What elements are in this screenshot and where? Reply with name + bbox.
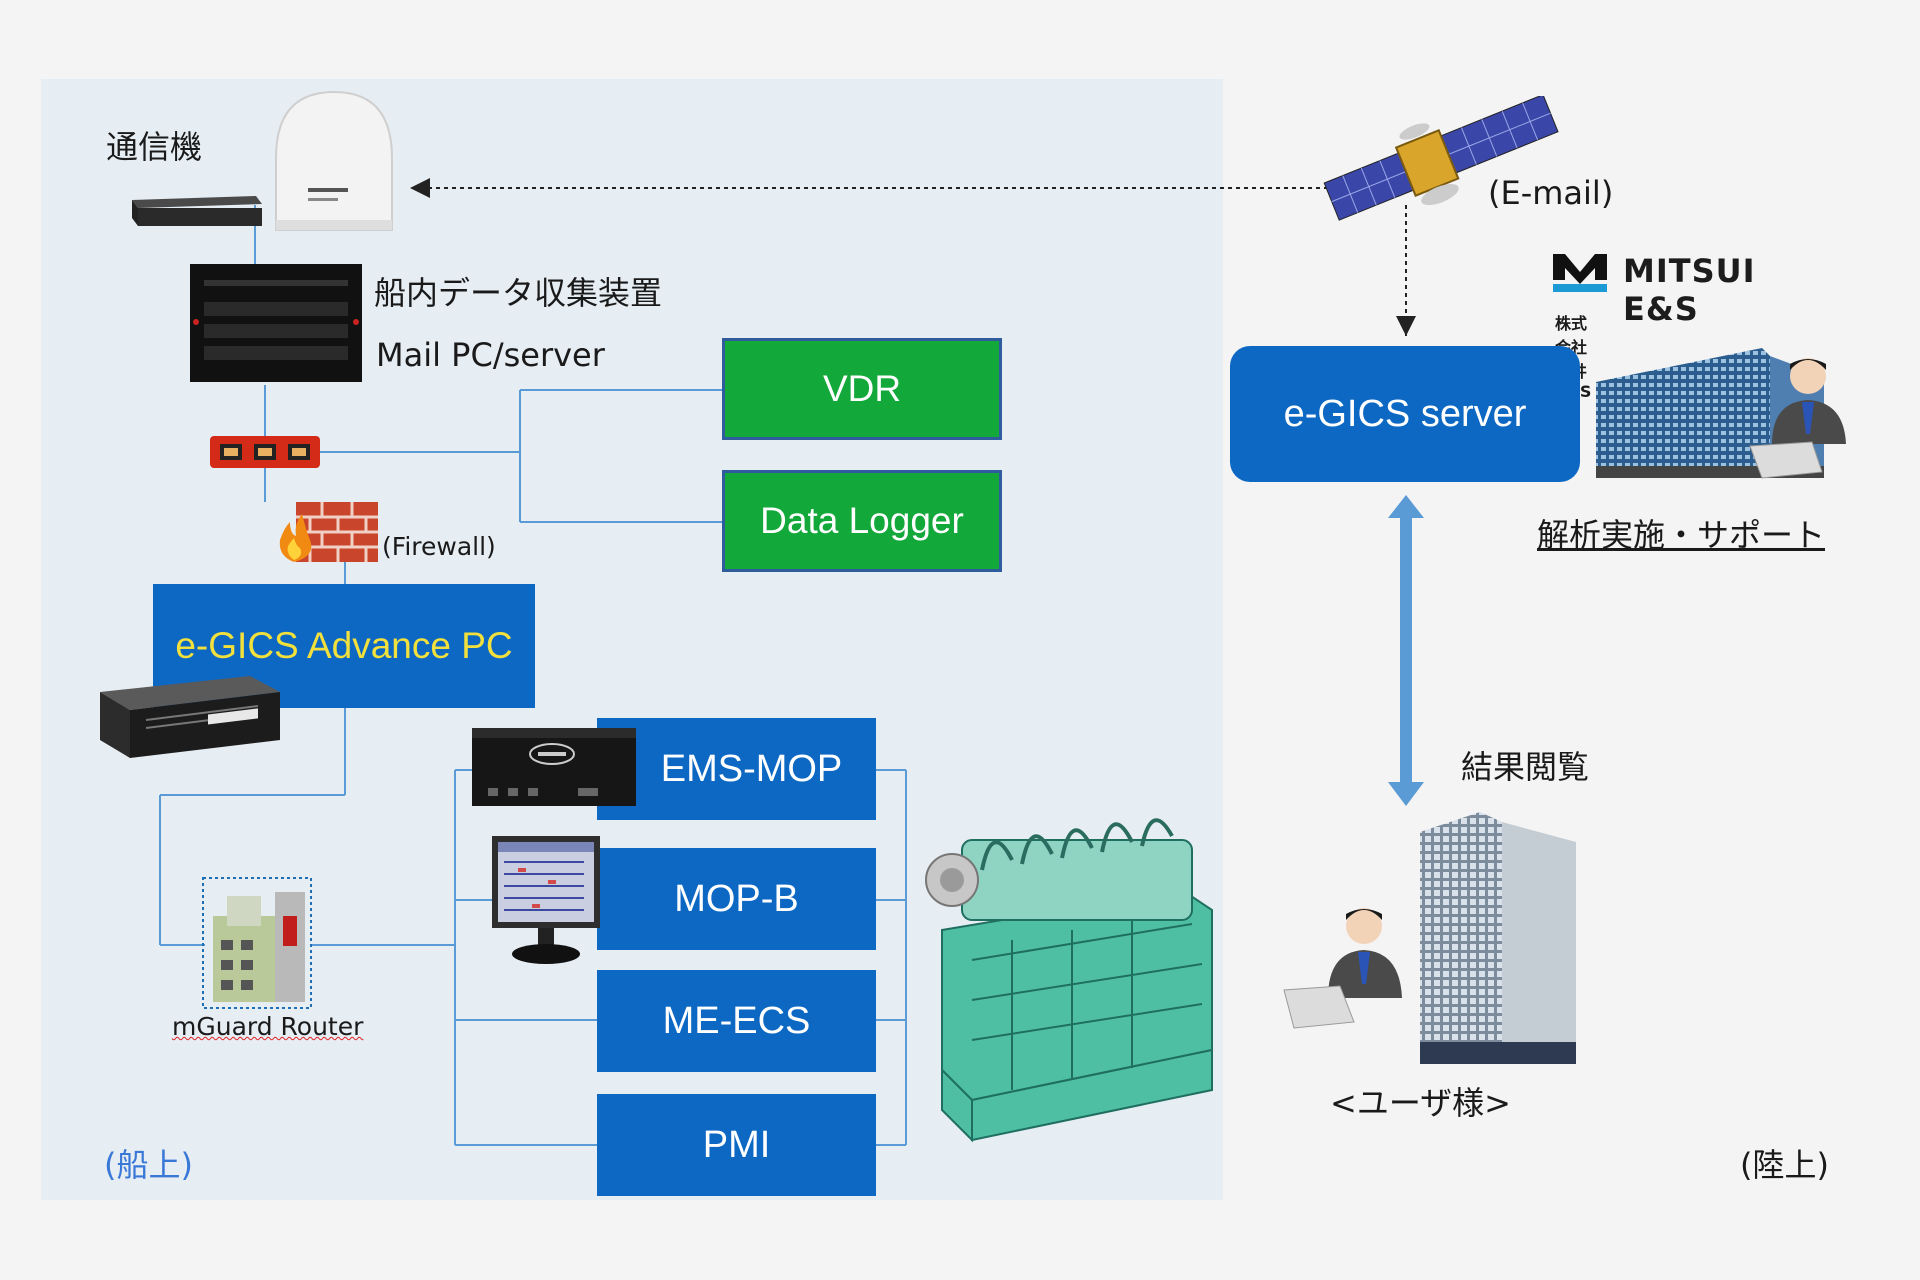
router-icon bbox=[202, 877, 312, 1009]
ems-mop-box: EMS-MOP bbox=[597, 718, 876, 820]
datalogger-box: Data Logger bbox=[722, 470, 1002, 572]
logo-name: MITSUI E&S bbox=[1623, 252, 1756, 328]
mitsui-mark-icon bbox=[1553, 254, 1607, 292]
user-label: <ユーザ様> bbox=[1330, 1084, 1511, 1122]
switch-icon bbox=[210, 436, 320, 468]
double-arrow bbox=[1388, 495, 1424, 806]
antenna-dome-icon bbox=[275, 90, 393, 231]
router-label-text: mGuard Router bbox=[172, 1012, 364, 1041]
satellite-icon bbox=[1323, 96, 1559, 221]
support-label: 解析実施・サポート bbox=[1537, 516, 1826, 554]
laptop-icon bbox=[1283, 985, 1355, 1029]
monitor-icon bbox=[492, 836, 600, 964]
firewall-label: (Firewall) bbox=[382, 532, 496, 561]
egics-server-box: e-GICS server bbox=[1230, 346, 1580, 482]
vdr-box: VDR bbox=[722, 338, 1002, 440]
results-label: 結果閲覧 bbox=[1461, 748, 1590, 786]
laptop-icon bbox=[1749, 441, 1823, 479]
network-lines bbox=[159, 205, 907, 1146]
router-label: mGuard Router bbox=[172, 1012, 363, 1041]
ship-area-label: (船上) bbox=[104, 1146, 193, 1184]
collector-label: 船内データ収集装置 bbox=[374, 274, 663, 312]
firewall-icon bbox=[279, 502, 378, 562]
server-rack-icon bbox=[190, 264, 362, 382]
user-building-icon bbox=[1420, 812, 1576, 1064]
modem-icon bbox=[132, 196, 262, 226]
user-person-icon bbox=[1283, 908, 1402, 1029]
user-person-icon bbox=[1749, 358, 1846, 479]
ems-mop-label: EMS-MOP bbox=[660, 747, 843, 790]
pmi-box: PMI bbox=[597, 1094, 876, 1196]
comm-label: 通信機 bbox=[106, 128, 203, 166]
pc-icon bbox=[100, 676, 280, 758]
me-ecs-box: ME-ECS bbox=[597, 970, 876, 1072]
ems-device-icon bbox=[472, 728, 636, 806]
mailpc-label: Mail PC/server bbox=[376, 336, 605, 374]
shore-area-label: (陸上) bbox=[1740, 1146, 1829, 1184]
email-label: (E-mail) bbox=[1488, 174, 1614, 212]
engine-icon bbox=[925, 818, 1213, 1143]
mop-b-box: MOP-B bbox=[597, 848, 876, 950]
